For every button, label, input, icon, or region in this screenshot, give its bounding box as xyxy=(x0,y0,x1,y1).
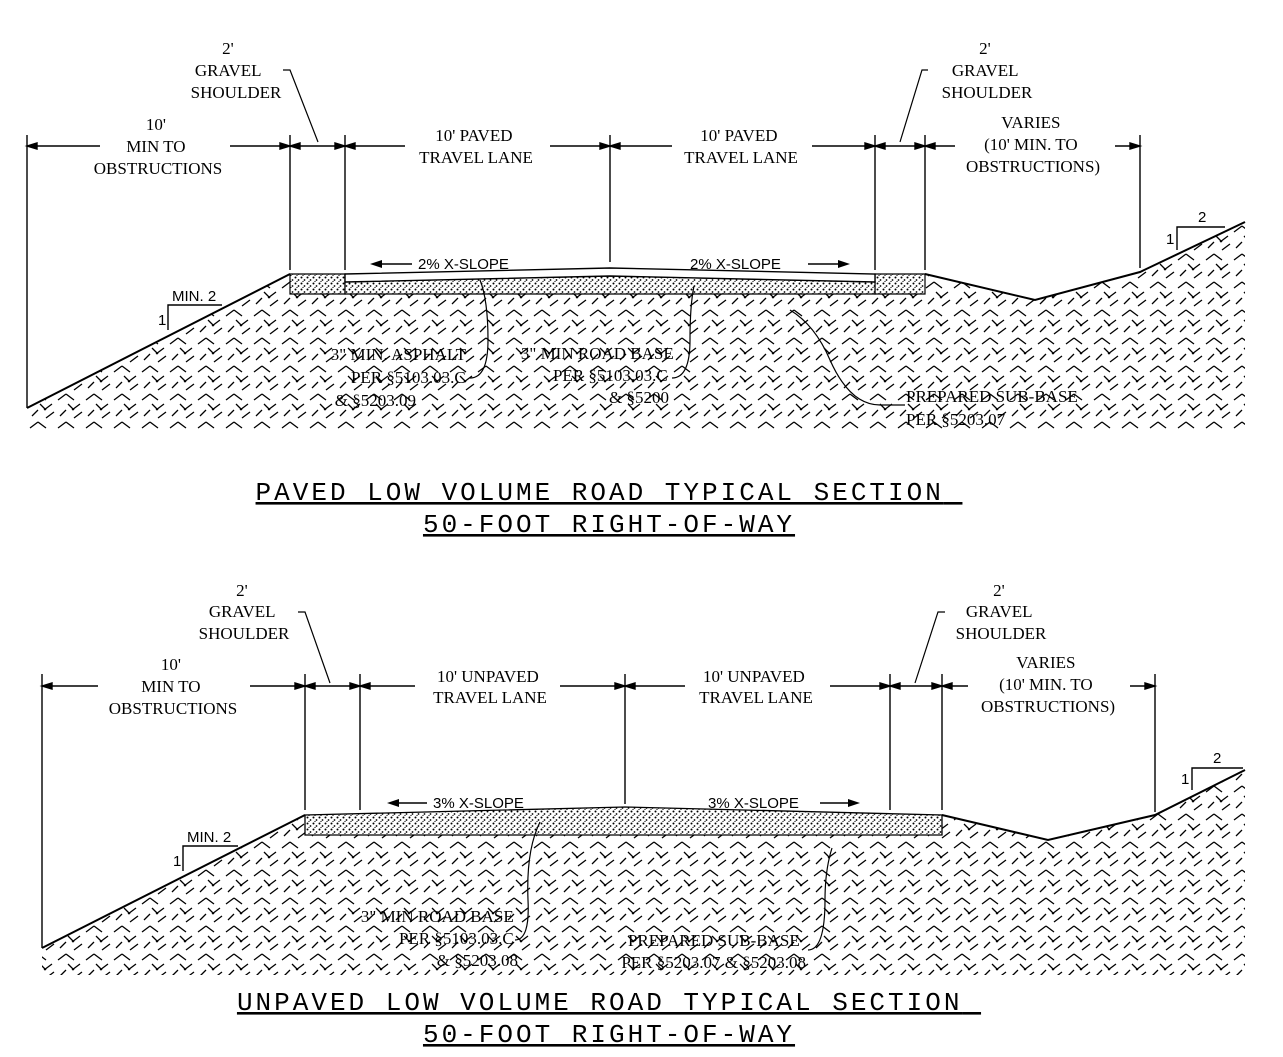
left-shoulder-label: 2' GRAVEL SHOULDER xyxy=(191,39,282,102)
right-shoulder-leader xyxy=(899,69,928,143)
right-lane-label: 10' PAVED TRAVEL LANE xyxy=(684,126,798,167)
svg-text:1: 1 xyxy=(173,853,181,870)
road-base-leader xyxy=(671,285,695,379)
svg-text:MIN. 2: MIN. 2 xyxy=(187,829,231,846)
right-side-slope-ratio: 1 2 xyxy=(1181,750,1243,790)
svg-text:2% X-SLOPE: 2% X-SLOPE xyxy=(418,256,509,273)
left-clearance-label: 10' MIN TO OBSTRUCTIONS xyxy=(94,115,222,178)
left-lane-label: 10' UNPAVED TRAVEL LANE xyxy=(433,667,547,707)
right-side-slope-ratio: 1 2 xyxy=(1166,209,1225,250)
right-shoulder-label: 2' GRAVEL SHOULDER xyxy=(956,581,1047,643)
right-lane-label: 10' UNPAVED TRAVEL LANE xyxy=(699,667,813,707)
left-clearance-label: 10' MIN TO OBSTRUCTIONS xyxy=(109,655,237,718)
left-side-slope-ratio: 1 MIN. 2 xyxy=(173,829,238,871)
svg-text:MIN. 2: MIN. 2 xyxy=(172,288,216,305)
paved-section-title: PAVED LOW VOLUME ROAD TYPICAL SECTION 50… xyxy=(256,478,963,540)
extension-lines xyxy=(26,135,1141,408)
svg-text:1: 1 xyxy=(1181,771,1189,788)
right-shoulder-label: 2' GRAVEL SHOULDER xyxy=(942,39,1033,102)
asphalt-callout: 3" MIN. ASPHALT PER §5103.03.C & §5203.0… xyxy=(331,345,470,410)
svg-text:1: 1 xyxy=(158,312,166,329)
road-base-leader xyxy=(514,821,541,941)
ground-line xyxy=(26,221,1246,409)
unpaved-section: 2' GRAVEL SHOULDER 2' GRAVEL SHOULDER 10… xyxy=(39,581,1246,1050)
svg-text:2% X-SLOPE: 2% X-SLOPE xyxy=(690,256,781,273)
left-shoulder-label: 2' GRAVEL SHOULDER xyxy=(199,581,290,643)
subbase-callout: PREPARED SUB-BASE PER §5203.07 xyxy=(906,387,1082,429)
right-clearance-label: VARIES (10' MIN. TO OBSTRUCTIONS) xyxy=(966,113,1100,176)
left-shoulder-leader xyxy=(298,611,331,684)
unpaved-section-title: UNPAVED LOW VOLUME ROAD TYPICAL SECTION … xyxy=(237,988,981,1050)
left-lane-label: 10' PAVED TRAVEL LANE xyxy=(419,126,533,167)
svg-text:2: 2 xyxy=(1198,209,1206,226)
road-base-callout: 3" MIN ROAD BASE PER §5103.03.C & §5203.… xyxy=(361,907,518,970)
svg-text:3% X-SLOPE: 3% X-SLOPE xyxy=(708,795,799,812)
unpaved-road-base-layer xyxy=(304,806,943,836)
subbase-callout: PREPARED SUB-BASE PER §5203.07 & §5203.0… xyxy=(621,931,806,972)
right-slope-arrow: 3% X-SLOPE xyxy=(708,795,860,812)
right-gravel-shoulder xyxy=(874,273,926,295)
dimension-line xyxy=(39,682,1158,690)
svg-text:3% X-SLOPE: 3% X-SLOPE xyxy=(433,795,524,812)
subbase-leader xyxy=(789,309,905,406)
left-side-slope-ratio: 1 MIN. 2 xyxy=(158,288,222,330)
ground-line xyxy=(41,769,1246,949)
left-slope-arrow: 3% X-SLOPE xyxy=(387,795,524,812)
dimension-line xyxy=(24,142,1143,150)
road-base-callout: 3" MIN ROAD BASE PER §5103.03.C & §5200 xyxy=(521,344,678,407)
paved-section: 2' GRAVEL SHOULDER 2' GRAVEL SHOULDER 10… xyxy=(24,39,1246,540)
asphalt-leader xyxy=(469,279,489,379)
svg-text:2: 2 xyxy=(1213,750,1221,767)
right-clearance-label: VARIES (10' MIN. TO OBSTRUCTIONS) xyxy=(981,653,1115,716)
asphalt-layer xyxy=(344,267,876,283)
subbase-leader xyxy=(807,847,833,951)
svg-text:1: 1 xyxy=(1166,231,1174,248)
left-shoulder-leader xyxy=(283,69,319,143)
left-gravel-shoulder xyxy=(289,273,346,295)
right-slope-arrow: 2% X-SLOPE xyxy=(690,256,850,273)
left-slope-arrow: 2% X-SLOPE xyxy=(370,256,509,273)
extension-lines xyxy=(41,674,1156,948)
right-shoulder-leader xyxy=(914,611,945,684)
